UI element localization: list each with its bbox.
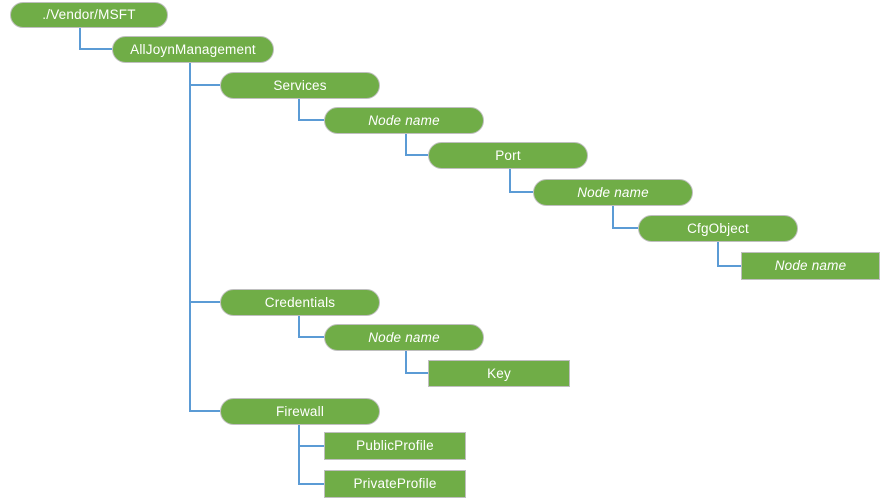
tree-node-vendor-msft[interactable]: ./Vendor/MSFT [10, 2, 168, 28]
tree-node-credentials-node-name[interactable]: Node name [324, 324, 484, 351]
connector-port-to-port-node-name [509, 169, 533, 193]
tree-node-port[interactable]: Port [428, 142, 588, 169]
tree-node-label: PublicProfile [356, 438, 434, 454]
tree-node-label: AllJoynManagement [130, 41, 256, 57]
tree-node-firewall[interactable]: Firewall [220, 398, 380, 425]
connector-vendor-msft-to-alljoynmanagement [79, 28, 112, 50]
tree-node-cfgobject-node-name[interactable]: Node name [741, 252, 880, 280]
tree-node-label: Node name [368, 329, 440, 345]
connector-credentials-node-name-to-key [405, 351, 428, 374]
tree-node-label: PrivateProfile [353, 476, 437, 492]
tree-node-label: Key [487, 365, 511, 381]
tree-node-label: ./Vendor/MSFT [42, 7, 136, 23]
connector-firewall-to-privateprofile [298, 425, 324, 485]
connector-port-node-name-to-cfgobject [612, 206, 638, 229]
tree-node-alljoynmanagement[interactable]: AllJoynManagement [112, 36, 274, 63]
tree-node-privateprofile[interactable]: PrivateProfile [324, 470, 466, 498]
tree-node-label: Firewall [275, 403, 325, 419]
connector-firewall-to-publicprofile [298, 425, 324, 447]
tree-node-label: Credentials [264, 294, 336, 310]
tree-node-label: Services [273, 77, 327, 93]
tree-node-port-node-name[interactable]: Node name [533, 179, 693, 206]
tree-node-cfgobject[interactable]: CfgObject [638, 215, 798, 242]
tree-node-credentials[interactable]: Credentials [220, 289, 380, 316]
connector-services-node-name-to-port [405, 134, 428, 156]
connector-alljoynmanagement-to-credentials [189, 63, 220, 303]
tree-node-publicprofile[interactable]: PublicProfile [324, 432, 466, 460]
connector-alljoynmanagement-to-services [189, 63, 220, 86]
connector-services-to-services-node-name [298, 99, 324, 121]
tree-node-label: Node name [774, 258, 847, 274]
tree-node-key[interactable]: Key [428, 360, 570, 387]
tree-node-label: Port [495, 147, 521, 163]
connector-credentials-to-credentials-node-name [298, 316, 324, 338]
tree-node-services-node-name[interactable]: Node name [324, 107, 484, 134]
tree-node-label: CfgObject [687, 220, 749, 236]
tree-node-label: Node name [368, 112, 440, 128]
tree-node-services[interactable]: Services [220, 72, 380, 99]
connector-cfgobject-to-cfgobject-node-name [717, 242, 741, 267]
connector-alljoynmanagement-to-firewall [189, 63, 220, 412]
tree-node-label: Node name [577, 184, 649, 200]
